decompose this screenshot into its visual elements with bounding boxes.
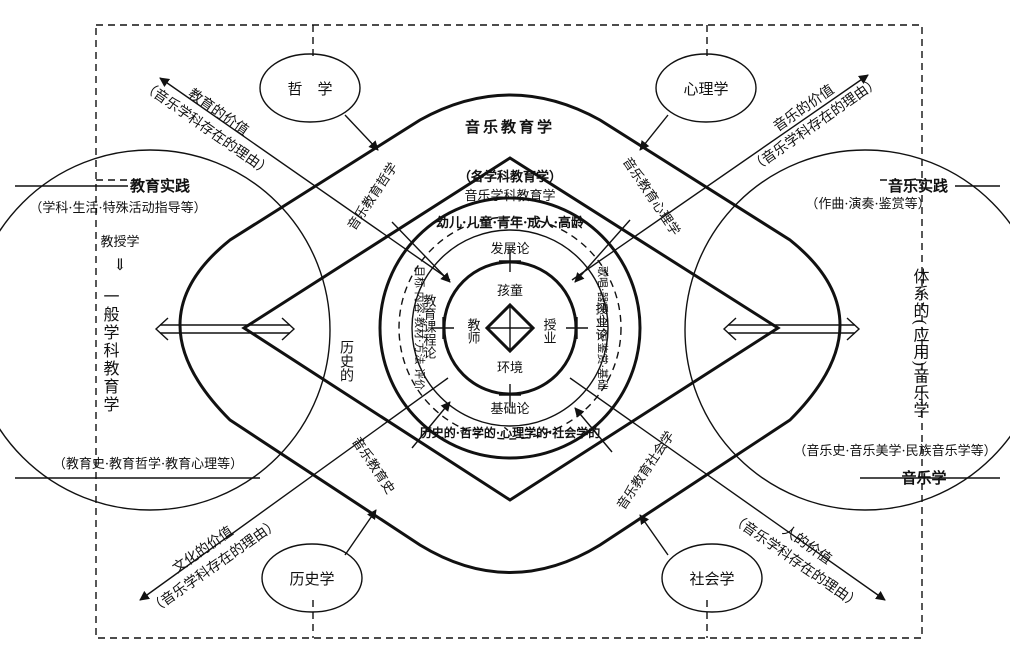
node-psychology-label: 心理学 — [683, 80, 728, 98]
arrow-ed-sociology-in — [574, 407, 613, 453]
human-value-reason: （音乐学科存在的理由） — [728, 510, 864, 612]
side-lines — [15, 185, 1000, 479]
life-stages-label: 幼儿·儿童·青年·成人·高龄 — [436, 215, 585, 231]
historical-label: 历史的 — [338, 340, 354, 382]
arrow-ed-psychology-in — [574, 219, 631, 283]
node-psychology: 心理学 — [655, 53, 757, 123]
ring-outer-solid — [378, 196, 642, 460]
center-diamond — [484, 302, 536, 354]
arrow-history — [344, 509, 377, 556]
arrow-culture-value — [139, 377, 449, 601]
left-double-arrow — [154, 317, 296, 341]
historical-perspectives-label: 历史的·哲学的·心理学的·社会学的 — [420, 425, 601, 440]
arrow-human-value — [569, 377, 886, 601]
left-circle — [0, 149, 331, 511]
music-ed-history-label: 音乐教育史 — [348, 434, 398, 497]
education-theory-sub: （教育史·教育哲学·教育心理等） — [53, 456, 243, 472]
education-practice-sub: （学科·生活·特殊活动指导等） — [29, 200, 206, 216]
arrow-ed-history-in — [411, 401, 451, 449]
inner-diamond — [241, 156, 781, 502]
goals-content-label: 目标·内容·教材·方法·评价 — [413, 266, 427, 390]
foundation-theory-label: 基础论 — [490, 402, 529, 417]
ring-middle — [411, 229, 609, 427]
music-practice-sub: （作曲·演奏·鉴赏等） — [805, 196, 930, 212]
arrow-education-value — [159, 77, 451, 281]
arrow-sociology — [639, 514, 669, 556]
arrow-music-value — [571, 74, 869, 281]
center-lesson-label: 授业 — [541, 318, 557, 344]
node-philosophy-label: 哲 学 — [287, 80, 332, 98]
node-sociology-label: 社会学 — [689, 570, 734, 588]
right-double-arrow — [722, 317, 861, 341]
ring-ticks — [432, 250, 588, 406]
node-history-label: 历史学 — [289, 570, 334, 588]
arrow-philosophy — [344, 114, 379, 151]
center-teacher-label: 教师 — [465, 317, 481, 344]
musicology-label: 音乐学 — [901, 469, 946, 487]
arrow-psychology — [639, 114, 669, 151]
curriculum-theory-label: 教育课程论 — [421, 293, 437, 359]
development-theory-label: 发展论 — [490, 241, 529, 257]
culture-value-reason: （音乐学科存在的理由） — [146, 515, 282, 617]
instruction-theory-label: 授业论 — [593, 302, 609, 341]
outer-rounded-diamond — [178, 93, 842, 574]
node-history: 历史学 — [261, 543, 363, 613]
subject-pedagogy-label: （各学科教育学） — [458, 169, 562, 185]
music-practice-label: 音乐实践 — [888, 177, 948, 195]
teaching-method-label: 教授学 — [100, 234, 139, 250]
arrow-ed-philosophy-in — [391, 221, 451, 283]
node-philosophy: 哲 学 — [259, 53, 361, 123]
right-circle — [684, 149, 1010, 511]
fields-label: 歌唱·器乐·创作·鉴赏·基础 — [596, 266, 610, 390]
node-sociology: 社会学 — [661, 543, 763, 613]
music-value-reason: （音乐学科存在的理由） — [747, 73, 883, 175]
systematic-musicology-label: 体系的(应用)音乐学 — [911, 268, 930, 418]
general-pedagogy-label: 一般学科教育学 — [101, 288, 120, 414]
center-child-label: 孩童 — [497, 283, 523, 299]
music-theory-sub: （音乐史·音乐美学·民族音乐学等） — [793, 443, 996, 459]
education-practice-label: 教育实践 — [129, 177, 190, 195]
education-value-reason: （音乐学科存在的理由） — [139, 77, 275, 179]
ring-dashed — [398, 216, 622, 440]
music-subject-pedagogy-label: 音乐学科教育学 — [464, 188, 555, 204]
teaching-method-arrow: ⇓ — [113, 255, 126, 274]
diagram-title: 音乐教育学 — [465, 118, 555, 136]
center-environment-label: 环境 — [497, 361, 523, 376]
